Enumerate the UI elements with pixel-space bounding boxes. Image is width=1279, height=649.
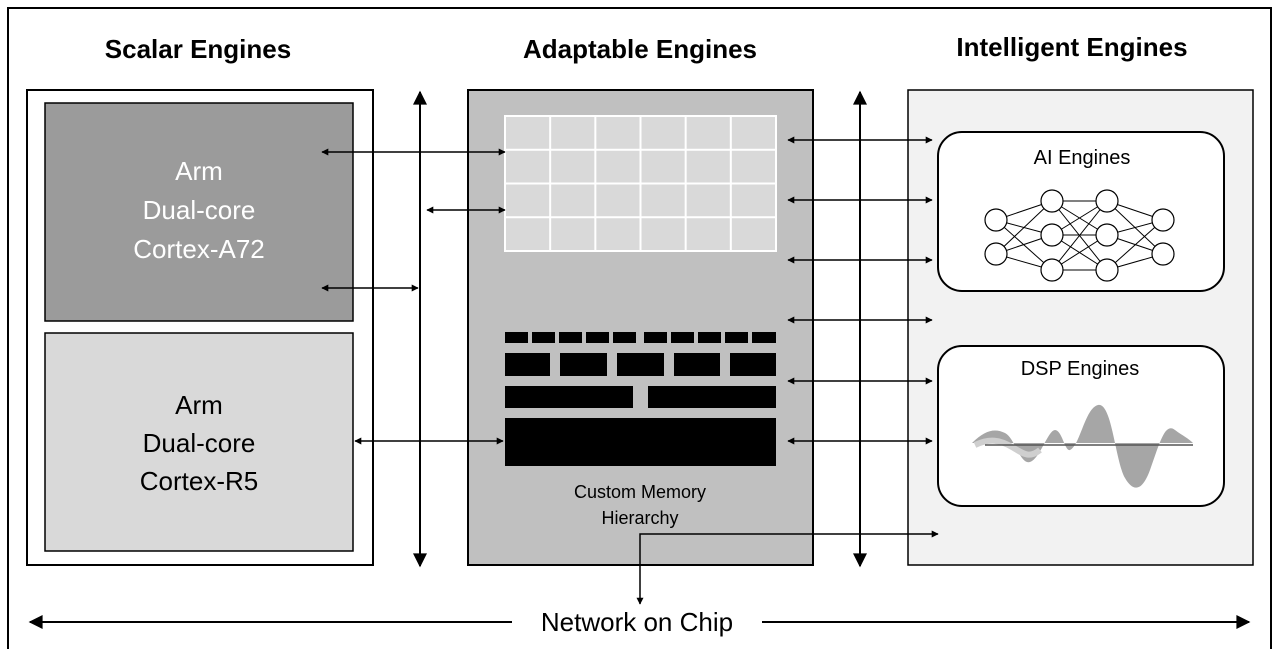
scalar-engines-title: Scalar Engines bbox=[105, 34, 291, 64]
adaptable-engines-title: Adaptable Engines bbox=[523, 34, 757, 64]
ai-engines-label: AI Engines bbox=[1034, 147, 1131, 169]
network-on-chip-label: Network on Chip bbox=[541, 607, 733, 637]
intelligent-engines-title: Intelligent Engines bbox=[956, 32, 1187, 62]
cortex-r5-label-line3: Cortex-R5 bbox=[140, 466, 258, 496]
connector-arrows bbox=[321, 136, 939, 605]
memory-label-line2: Hierarchy bbox=[601, 508, 678, 528]
memory-blocks bbox=[505, 332, 776, 466]
cortex-r5-label-line2: Dual-core bbox=[143, 428, 256, 458]
neural-network-icon bbox=[984, 189, 1175, 282]
logic-fabric-grid bbox=[504, 115, 777, 252]
cortex-a72-label-line3: Cortex-A72 bbox=[133, 234, 265, 264]
cortex-a72-label-line2: Dual-core bbox=[143, 195, 256, 225]
dsp-engines-block bbox=[937, 345, 1225, 507]
dsp-engines-label: DSP Engines bbox=[1021, 358, 1140, 380]
cortex-r5-block bbox=[44, 332, 354, 552]
cortex-a72-block bbox=[44, 102, 354, 322]
cortex-r5-label-line1: Arm bbox=[175, 390, 223, 420]
waveform-icon bbox=[972, 404, 1193, 488]
memory-label-line1: Custom Memory bbox=[574, 482, 706, 502]
cortex-a72-label-line1: Arm bbox=[175, 156, 223, 186]
